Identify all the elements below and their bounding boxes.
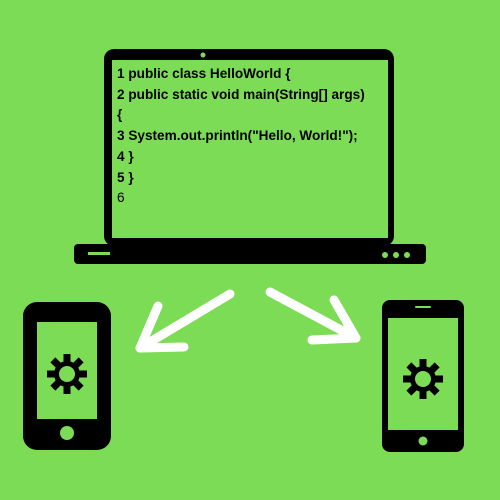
gear-icon [403,359,443,399]
left-phone [23,302,111,450]
code-line: 3 System.out.println("Hello, World!"); [117,128,358,144]
laptop-base [74,244,426,264]
code-line: 4 } [117,148,134,164]
laptop-slot [88,252,110,255]
left-phone-home-button [60,426,74,440]
laptop-indicator [404,252,410,258]
webcam [200,52,206,58]
code-listing: 1 public class HelloWorld { 2 public sta… [117,64,385,209]
laptop-screen [112,60,388,238]
arrow-right-down [265,287,361,345]
right-phone-speaker [415,306,431,308]
code-line: { [117,107,123,123]
laptop [74,49,426,264]
code-line: 6 [117,190,125,206]
gear-icon [47,354,87,394]
laptop-indicator [382,252,388,258]
code-line: 2 public static void main(String[] args) [117,86,365,102]
laptop-indicator [393,252,399,258]
right-phone-home-button [418,436,428,446]
code-line: 5 } [117,169,134,185]
arrow-left-down [135,289,235,353]
code-line: 1 public class HelloWorld { [117,66,291,81]
right-phone [382,300,464,452]
